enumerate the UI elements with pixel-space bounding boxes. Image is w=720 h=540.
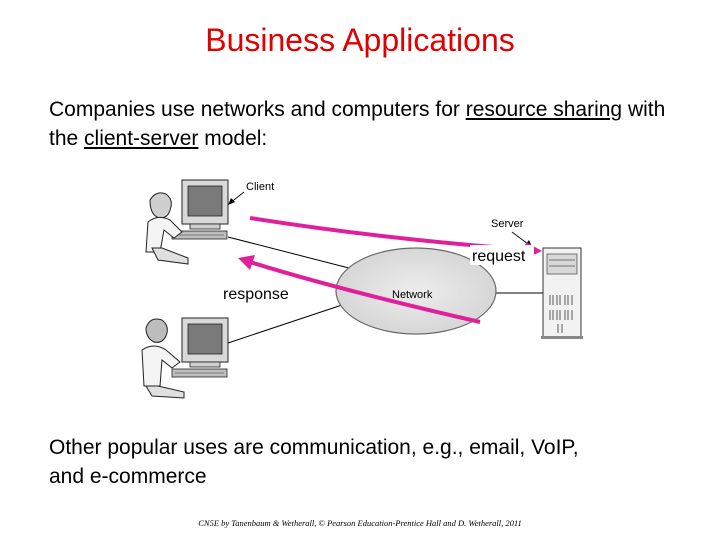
- outro-line-2: and e-commerce: [49, 465, 207, 488]
- resource-sharing-term: resource sharing: [465, 98, 623, 121]
- intro-text-2: with the: [49, 98, 666, 150]
- request-label: request: [472, 248, 526, 265]
- response-arrow: [238, 255, 481, 324]
- client-computer-bottom: [171, 317, 229, 378]
- outro-paragraph: Other popular uses are communication, e.…: [49, 433, 689, 491]
- intro-paragraph: Companies use networks and computers for…: [49, 95, 689, 153]
- user-man-icon: [141, 318, 185, 399]
- server-icon: [541, 247, 583, 339]
- outro-line-1: Other popular uses are communication, e.…: [49, 436, 579, 459]
- client-label: Client: [246, 181, 274, 193]
- network-cloud: Network: [335, 247, 497, 335]
- server-label: Server: [491, 218, 524, 230]
- footer-credit: CN5E by Tanenbaum & Wetherall, © Pearson…: [198, 518, 522, 528]
- slide-title: Business Applications: [205, 22, 515, 58]
- intro-text-1: Companies use networks and computers for: [49, 98, 466, 121]
- user-woman-icon: [145, 192, 189, 265]
- client-computer-top: [171, 179, 229, 240]
- response-label: response: [223, 286, 289, 303]
- request-label-group: request: [470, 245, 534, 265]
- intro-text-3: model:: [198, 127, 268, 150]
- response-label-group: response: [221, 283, 299, 303]
- client-server-term: client-server: [84, 127, 199, 150]
- network-label: Network: [392, 289, 433, 301]
